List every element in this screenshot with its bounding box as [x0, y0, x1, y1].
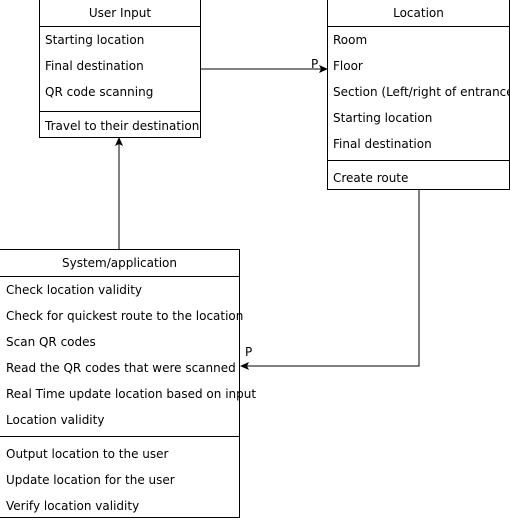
location-operations-divider	[328, 160, 509, 161]
system-operation: Output location to the user	[6, 447, 169, 461]
user-input-attribute: QR code scanning	[45, 85, 154, 99]
user-input-operation: Travel to their destination	[45, 119, 200, 133]
arrowhead-system	[240, 362, 249, 370]
location-attribute: Floor	[333, 59, 363, 73]
edge-label-location-to-system: P	[245, 345, 253, 359]
location-box: Location Room Floor Section (Left/right …	[327, 0, 510, 190]
user-input-attribute: Final destination	[45, 59, 144, 73]
system-operation: Verify location validity	[6, 499, 140, 513]
system-header-divider	[0, 276, 239, 277]
user-input-box: User Input Starting location Final desti…	[39, 0, 201, 138]
arrowhead-location	[319, 65, 328, 73]
system-application-box: System/application Check location validi…	[0, 249, 256, 518]
location-attribute: Starting location	[333, 111, 433, 125]
system-attribute: Read the QR codes that were scanned	[6, 361, 236, 375]
location-header-divider	[328, 26, 509, 27]
system-attribute: Real Time update location based on input	[6, 387, 257, 401]
arrowhead-user-input	[115, 137, 123, 146]
system-attribute: Scan QR codes	[6, 335, 96, 349]
user-input-attribute: Starting location	[45, 33, 145, 47]
system-operations-divider	[0, 436, 239, 437]
location-operation: Create route	[333, 171, 409, 185]
system-attribute: Check for quickest route to the location	[6, 309, 244, 323]
location-attribute: Section (Left/right of entrance)	[333, 85, 510, 99]
edge-label-user-to-location: P	[311, 57, 319, 71]
user-input-operations-divider	[40, 111, 200, 112]
location-attribute: Room	[333, 33, 368, 47]
user-input-header-divider	[40, 26, 200, 27]
system-attribute: Location validity	[6, 413, 105, 427]
connector-location-to-system	[246, 189, 420, 367]
user-input-title: User Input	[88, 6, 152, 20]
location-attribute: Final destination	[333, 137, 432, 151]
location-title: Location	[393, 6, 444, 20]
system-attribute: Check location validity	[6, 283, 143, 297]
system-operation: Update location for the user	[6, 473, 175, 487]
system-application-title: System/application	[62, 256, 177, 270]
